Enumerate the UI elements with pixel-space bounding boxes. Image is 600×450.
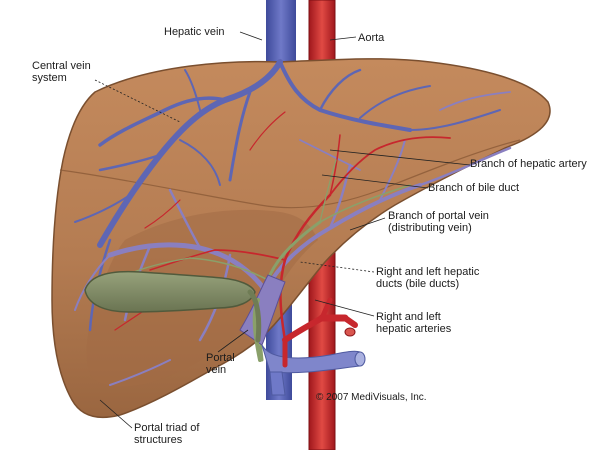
hepatic-artery-branches — [114, 111, 451, 342]
label-hepatic-arteries-line2: hepatic arteries — [376, 323, 452, 335]
label-portal-triad: Portal triad of structures — [134, 422, 199, 446]
portal-vein-branches — [74, 91, 512, 386]
label-branch-bile-duct: Branch of bile duct — [428, 182, 520, 194]
label-portal-vein: Portal vein — [206, 352, 235, 376]
label-central-vein-line2: system — [32, 72, 67, 84]
hepatic-vein-branches — [74, 59, 501, 332]
label-hepatic-arteries: Right and left hepatic arteries — [376, 311, 451, 335]
leader-lines — [94, 31, 471, 429]
label-branch-portal-vein-line2: (distributing vein) — [388, 222, 472, 234]
label-branch-hepatic-artery: Branch of hepatic artery — [470, 158, 587, 170]
label-hepatic-ducts: Right and left hepatic ducts (bile ducts… — [376, 266, 479, 290]
label-aorta: Aorta — [358, 32, 385, 44]
label-central-vein-line1: Central vein — [32, 60, 91, 72]
label-copyright: © 2007 MediVisuals, Inc. — [316, 392, 427, 403]
label-central-vein-system: Central vein system — [32, 60, 91, 84]
label-hepatic-ducts-line2: ducts (bile ducts) — [376, 278, 460, 290]
gallbladder — [84, 270, 262, 343]
label-portal-vein-line2: vein — [206, 364, 227, 376]
label-branch-portal-vein: Branch of portal vein (distributing vein… — [388, 210, 489, 234]
label-portal-triad-line2: structures — [134, 434, 183, 446]
label-portal-triad-line1: Portal triad of — [134, 422, 200, 434]
label-hepatic-vein: Hepatic vein — [164, 26, 225, 38]
label-hepatic-arteries-line1: Right and left — [376, 311, 441, 323]
label-portal-vein-line1: Portal — [206, 352, 235, 364]
label-hepatic-ducts-line1: Right and left hepatic — [376, 266, 480, 278]
hepatic-artery-trunk — [282, 297, 358, 368]
label-branch-portal-vein-line1: Branch of portal vein — [388, 210, 489, 222]
